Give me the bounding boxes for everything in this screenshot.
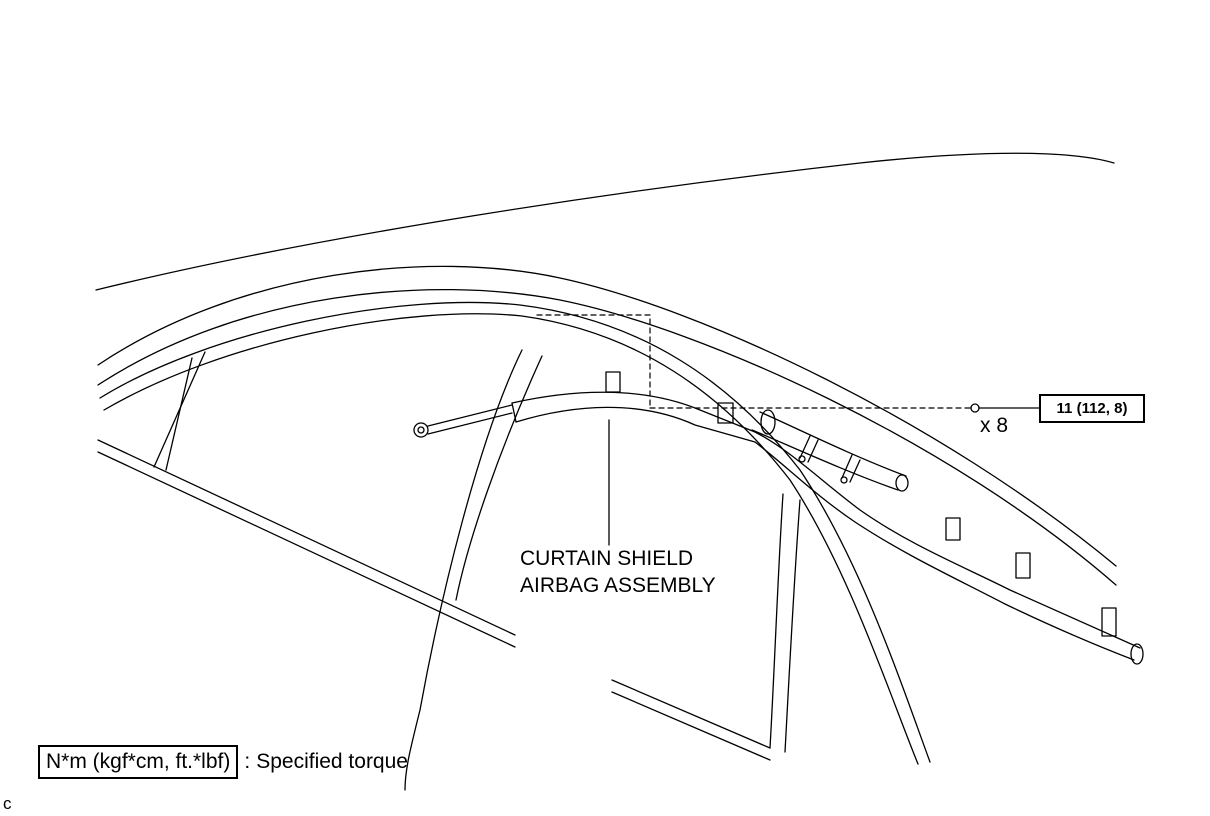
legend-separator: :	[244, 749, 251, 773]
corner-mark: c	[3, 794, 12, 813]
bolt-count: x 8	[980, 414, 1009, 437]
bolt-location-leader	[536, 314, 971, 409]
part-label-line-1: CURTAIN SHIELD	[520, 547, 694, 570]
bolt-icon	[970, 403, 1040, 413]
roof-outline	[95, 152, 1117, 586]
legend-text: Specified torque	[256, 749, 408, 773]
torque-specification: 11 (112, 8)	[1039, 394, 1145, 423]
curtain-shield-airbag-assembly	[413, 371, 1144, 665]
torque-legend: N*m (kgf*cm, ft.*lbf) : Specified torque	[38, 744, 408, 779]
part-label-line-2: AIRBAG ASSEMBLY	[520, 574, 716, 597]
door-frame	[97, 301, 931, 791]
legend-units-box: N*m (kgf*cm, ft.*lbf)	[38, 744, 239, 779]
part-label: CURTAIN SHIELD AIRBAG ASSEMBLY	[520, 545, 716, 599]
